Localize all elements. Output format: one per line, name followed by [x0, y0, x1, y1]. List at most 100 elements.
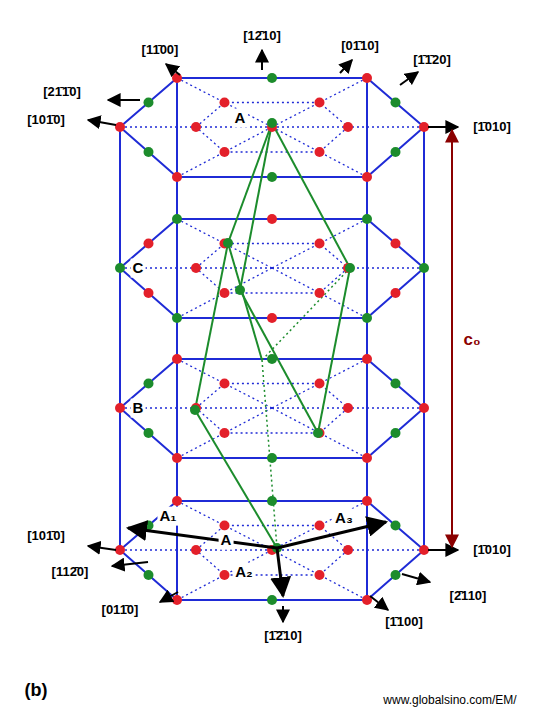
- direction-arrow: [428, 549, 458, 551]
- red-atom: [315, 570, 325, 580]
- red-atom: [391, 288, 401, 298]
- prism-edge: [176, 177, 178, 600]
- dotted-spoke: [272, 359, 367, 408]
- rhombohedral-cell-edge: [240, 290, 318, 433]
- atom-layer-label: A₁: [157, 507, 178, 526]
- atom-layer-label: B: [131, 399, 146, 418]
- red-atom: [267, 214, 277, 224]
- green-atom: [313, 428, 323, 438]
- basis-vector: [128, 528, 277, 548]
- red-atom: [220, 147, 230, 157]
- red-atom: [267, 313, 277, 323]
- green-atom: [144, 428, 154, 438]
- red-atom: [419, 122, 429, 132]
- green-atom: [144, 147, 154, 157]
- red-atom: [362, 73, 372, 83]
- dotted-spoke: [272, 408, 367, 458]
- red-atom: [220, 521, 230, 531]
- dotted-spoke: [177, 408, 272, 458]
- direction-arrow: [108, 99, 140, 101]
- red-atom: [172, 354, 182, 364]
- green-atom: [267, 453, 277, 463]
- red-atom: [191, 545, 201, 555]
- dotted-spoke: [272, 268, 367, 318]
- dotted-spoke: [177, 550, 272, 600]
- red-atom: [315, 288, 325, 298]
- red-atom: [172, 172, 182, 182]
- atom-layer-label: A: [219, 531, 234, 550]
- red-atom: [144, 288, 154, 298]
- direction-arrow: [160, 592, 178, 602]
- atom-layer-label: A: [233, 109, 248, 128]
- hexagon-layer: [120, 359, 424, 458]
- green-atom: [362, 214, 372, 224]
- dotted-spoke: [272, 501, 367, 550]
- red-atom: [220, 288, 230, 298]
- direction-arrow: [400, 72, 418, 85]
- watermark: www.globalsino.com/EM/: [383, 693, 516, 708]
- red-atom: [220, 379, 230, 389]
- red-atom: [115, 545, 125, 555]
- green-atom: [267, 172, 277, 182]
- prism-edge: [366, 177, 368, 600]
- green-atom: [144, 379, 154, 389]
- green-atom: [267, 73, 277, 83]
- red-atom: [315, 239, 325, 249]
- red-atom: [115, 122, 125, 132]
- rhombohedral-cell-edge: [195, 410, 277, 548]
- green-atom: [267, 595, 277, 605]
- green-atom: [391, 147, 401, 157]
- direction-arrow: [282, 606, 284, 622]
- rhombohedral-cell-edge: [272, 123, 350, 268]
- dotted-inner-hexagon: [196, 526, 348, 576]
- dotted-spoke: [177, 268, 272, 318]
- dotted-spoke: [272, 127, 367, 177]
- green-atom: [235, 285, 245, 295]
- hexagon-layer: [120, 78, 424, 177]
- green-atom: [115, 263, 125, 273]
- red-atom: [315, 147, 325, 157]
- direction-arrow: [88, 546, 116, 550]
- direction-arrow: [166, 64, 180, 75]
- dotted-spoke: [177, 501, 272, 550]
- direction-index: [2̄110]: [450, 588, 487, 604]
- red-atom: [191, 263, 201, 273]
- red-atom: [172, 453, 182, 463]
- dotted-spoke: [272, 78, 367, 127]
- red-atom: [315, 379, 325, 389]
- red-atom: [362, 453, 372, 463]
- red-atom: [362, 172, 372, 182]
- basis-vector: [277, 522, 386, 548]
- lattice-constant-label: c₀: [463, 329, 480, 350]
- direction-index: [1̄010]: [473, 542, 511, 558]
- direction-index: [1̄100]: [385, 614, 423, 630]
- green-atom: [391, 98, 401, 108]
- red-atom: [343, 403, 353, 413]
- atom-layer-label: C: [131, 259, 146, 278]
- red-atom: [115, 403, 125, 413]
- prism-edge: [423, 127, 425, 550]
- direction-index: [101̄0]: [27, 528, 65, 544]
- green-atom: [419, 263, 429, 273]
- direction-arrow: [402, 574, 430, 582]
- dotted-inner-hexagon: [196, 103, 348, 153]
- atom-layer-label: A₂: [233, 563, 255, 582]
- direction-arrow: [88, 120, 116, 125]
- green-atom: [144, 570, 154, 580]
- direction-index: [1̄2̄10]: [264, 628, 302, 644]
- red-atom: [343, 122, 353, 132]
- green-atom: [267, 496, 277, 506]
- direction-index: [01̄10]: [341, 38, 379, 54]
- hexagon-layer: [120, 219, 424, 318]
- green-atom: [267, 118, 277, 128]
- red-atom: [172, 595, 182, 605]
- red-atom: [419, 545, 429, 555]
- red-atom: [315, 521, 325, 531]
- rhombohedral-cell-hidden-edge: [262, 268, 350, 360]
- green-atom: [223, 238, 233, 248]
- green-atom: [391, 521, 401, 531]
- red-atom: [362, 354, 372, 364]
- atom-layer-label: A₃: [333, 509, 355, 528]
- green-atom: [391, 428, 401, 438]
